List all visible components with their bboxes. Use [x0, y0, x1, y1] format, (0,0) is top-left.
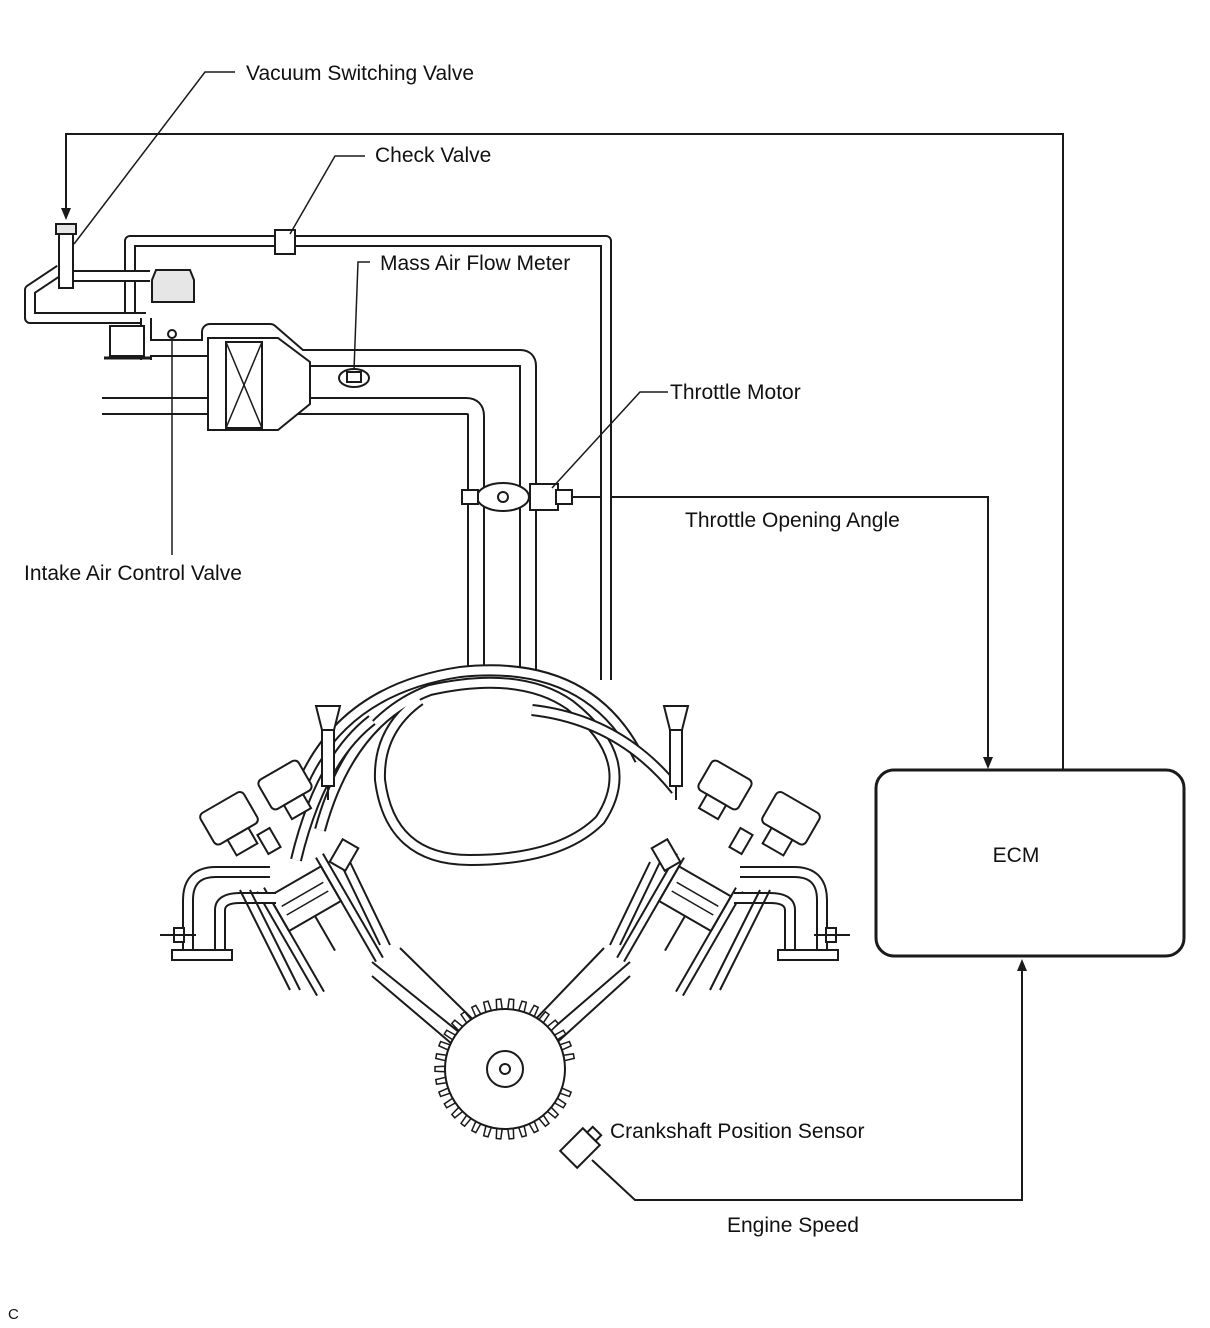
intake-plenum [290, 664, 681, 866]
engine-speed-signal-line [591, 959, 1027, 1201]
ecm-label: ECM [993, 844, 1040, 867]
throttle-opening-angle-label: Throttle Opening Angle [685, 509, 900, 532]
cylinder-bank-left [160, 759, 391, 997]
crankshaft-position-sensor [558, 1125, 603, 1170]
vsv-vacuum-line [24, 265, 152, 360]
vsv-signal-arrow [61, 208, 71, 220]
ecm-box [874, 768, 1186, 958]
air-cleaner [207, 337, 311, 431]
crankshaft-position-sensor-label: Crankshaft Position Sensor [610, 1120, 864, 1143]
injector-right [662, 705, 690, 800]
throttle-angle-arrow [983, 757, 993, 769]
check-valve-label: Check Valve [375, 144, 491, 167]
engine-speed-arrow [1017, 959, 1027, 971]
ecm-control-line-to-vsv [61, 133, 1064, 770]
rotor-teeth [434, 998, 576, 1140]
throttle-angle-signal-line [572, 496, 993, 769]
intake-air-control-valve [167, 329, 177, 339]
injector-left [314, 705, 342, 800]
corner-mark: C [8, 1306, 19, 1323]
check-valve [274, 229, 296, 255]
intake-air-control-valve-label: Intake Air Control Valve [24, 562, 242, 585]
mass-air-flow-meter [338, 368, 370, 388]
mass-air-flow-meter-label: Mass Air Flow Meter [380, 252, 570, 275]
throttle-body [461, 482, 573, 512]
vacuum-actuator [104, 269, 195, 360]
vacuum-switching-valve-label: Vacuum Switching Valve [246, 62, 474, 85]
intake-duct [102, 323, 537, 672]
engine-speed-label: Engine Speed [727, 1214, 859, 1237]
vacuum-switching-valve [55, 223, 77, 289]
leader-lines [73, 71, 668, 555]
cylinder-bank-right [609, 759, 850, 997]
throttle-motor-label: Throttle Motor [670, 381, 801, 404]
crankshaft-timing-rotor [434, 998, 576, 1140]
